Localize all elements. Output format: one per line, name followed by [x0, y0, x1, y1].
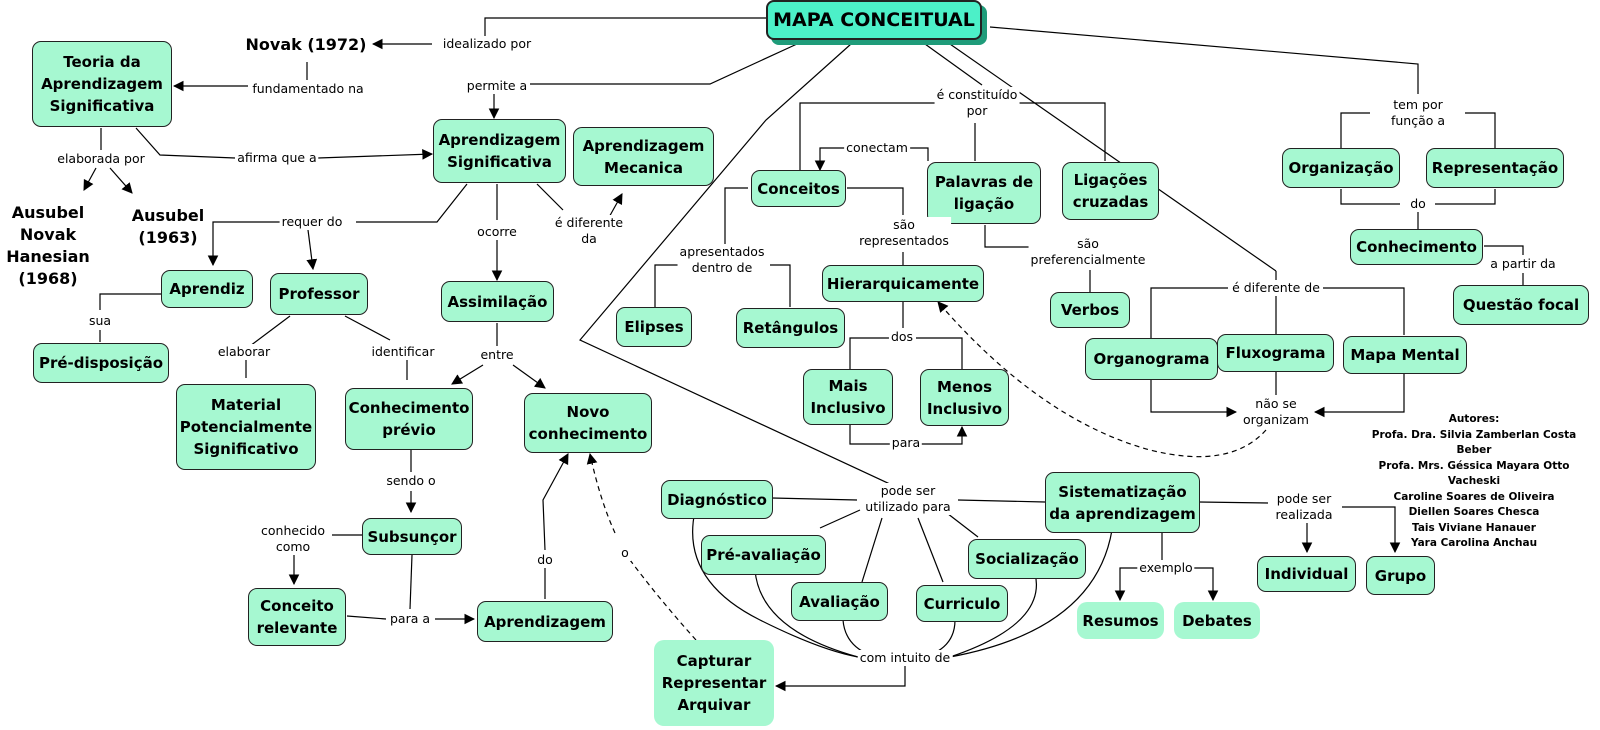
author-name: Yara Carolina Anchau — [1410, 537, 1538, 549]
link-apresentados-dentro-de: apresentados dentro de — [677, 244, 767, 276]
node-subsuncor[interactable]: Subsunçor — [362, 518, 462, 555]
node-representacao[interactable]: Representação — [1426, 148, 1564, 188]
node-fluxograma[interactable]: Fluxograma — [1217, 334, 1334, 372]
node-hierarquicamente[interactable]: Hierarquicamente — [822, 265, 984, 302]
link-nao-se-organizam: não se organizam — [1241, 396, 1311, 428]
map-title: MAPA CONCEITUAL — [766, 0, 982, 40]
node-retangulos[interactable]: Retângulos — [736, 308, 845, 348]
node-conhecimento[interactable]: Conhecimento — [1350, 229, 1483, 265]
link-elaborar: elaborar — [215, 344, 273, 360]
node-pre-disposicao[interactable]: Pré-disposição — [33, 343, 169, 383]
node-ligacoes-cruzadas[interactable]: Ligações cruzadas — [1062, 162, 1159, 220]
author-name: Tais Viviane Hanauer — [1412, 521, 1536, 534]
link-o-capturar: o — [619, 545, 631, 561]
link-elaborada-por: elaborada por — [55, 151, 147, 167]
node-curriculo[interactable]: Curriculo — [916, 585, 1008, 622]
node-aprendizagem-significativa[interactable]: Aprendizagem Significativa — [433, 119, 566, 183]
node-organograma[interactable]: Organograma — [1085, 338, 1218, 380]
authors-block: Autores: Profa. Dra. Silvia Zamberlan Co… — [1354, 412, 1594, 552]
link-do-conhecimento: do — [1408, 196, 1428, 212]
link-do-aprendizagem: do — [535, 552, 555, 568]
author-name: Profa. Mrs. Géssica Mayara Otto Vacheski — [1378, 459, 1570, 488]
node-pre-avaliacao[interactable]: Pré-avaliação — [701, 535, 826, 575]
node-professor[interactable]: Professor — [270, 273, 368, 315]
node-aprendiz[interactable]: Aprendiz — [161, 270, 253, 308]
node-diagnostico[interactable]: Diagnóstico — [661, 480, 773, 519]
link-e-diferente-da: é diferente da — [552, 215, 626, 247]
link-requer-do: requer do — [279, 214, 345, 230]
author-name: Diellen Soares Chesca — [1408, 506, 1540, 518]
node-novo-conhecimento[interactable]: Novo conhecimento — [524, 393, 652, 453]
link-com-intuito-de: com intuito de — [857, 650, 953, 666]
node-novak-1972: Novak (1972) — [245, 35, 367, 54]
link-identificar: identificar — [369, 344, 437, 360]
link-ocorre: ocorre — [475, 224, 519, 240]
node-menos-inclusivo[interactable]: Menos Inclusivo — [920, 369, 1009, 426]
link-exemplo: exemplo — [1137, 560, 1195, 576]
node-mapa-mental[interactable]: Mapa Mental — [1343, 336, 1467, 374]
node-palavras-de-ligacao[interactable]: Palavras de ligação — [927, 162, 1041, 224]
link-sao-representados: são representados — [857, 217, 951, 249]
link-sao-preferencialmente: são preferencialmente — [1028, 236, 1148, 268]
node-avaliacao[interactable]: Avaliação — [791, 582, 888, 621]
link-para-inclusivo: para — [889, 435, 923, 451]
link-conhecido-como: conhecido como — [259, 523, 327, 555]
node-individual[interactable]: Individual — [1257, 556, 1356, 592]
link-para-a: para a — [387, 611, 433, 627]
link-conectam: conectam — [844, 140, 910, 156]
author-name: Profa. Dra. Silvia Zamberlan Costa Beber — [1371, 428, 1577, 457]
node-organizacao[interactable]: Organização — [1282, 148, 1400, 188]
node-conceitos[interactable]: Conceitos — [751, 170, 846, 207]
link-tem-por-funcao-a: tem por função a — [1388, 97, 1448, 129]
link-idealizado-por: idealizado por — [440, 36, 534, 52]
node-verbos[interactable]: Verbos — [1050, 292, 1130, 328]
node-resumos[interactable]: Resumos — [1077, 602, 1164, 639]
link-pode-ser-utilizado-para: pode ser utilizado para — [863, 483, 953, 515]
link-permite-a: permite a — [464, 78, 530, 94]
link-dos: dos — [888, 329, 916, 345]
node-ausubel-1963: Ausubel (1963) — [131, 206, 205, 247]
node-questao-focal[interactable]: Questão focal — [1453, 285, 1589, 325]
link-a-partir-da: a partir da — [1488, 256, 1558, 272]
node-teoria-aprendizagem-significativa[interactable]: Teoria da Aprendizagem Significativa — [32, 41, 172, 127]
link-pode-ser-realizada: pode ser realizada — [1273, 491, 1335, 523]
node-aprendizagem-mecanica[interactable]: Aprendizagem Mecanica — [573, 127, 714, 186]
node-elipses[interactable]: Elipses — [616, 307, 692, 347]
link-sendo-o: sendo o — [384, 473, 438, 489]
node-aprendizagem[interactable]: Aprendizagem — [477, 601, 613, 642]
node-socializacao[interactable]: Socialização — [968, 539, 1086, 579]
author-name: Caroline Soares de Oliveira — [1393, 490, 1555, 503]
node-debates[interactable]: Debates — [1174, 602, 1260, 639]
node-conhecimento-previo[interactable]: Conhecimento prévio — [345, 388, 473, 450]
link-afirma-que-a: afirma que a — [235, 150, 319, 166]
node-material-potencialmente-significativo[interactable]: Material Potencialmente Significativo — [176, 384, 316, 470]
authors-heading: Autores: — [1448, 413, 1500, 425]
node-mais-inclusivo[interactable]: Mais Inclusivo — [803, 369, 893, 425]
link-entre: entre — [478, 347, 516, 363]
node-assimilacao[interactable]: Assimilação — [441, 281, 554, 322]
node-grupo[interactable]: Grupo — [1366, 556, 1435, 595]
node-sistematizacao-da-aprendizagem[interactable]: Sistematização da aprendizagem — [1045, 472, 1200, 533]
node-capturar-representar-arquivar[interactable]: Capturar Representar Arquivar — [654, 640, 774, 726]
link-fundamentado-na: fundamentado na — [250, 81, 366, 97]
link-e-constituido-por: é constituído por — [934, 87, 1020, 119]
node-ausubel-novak-hanesian: Ausubel Novak Hanesian (1968) — [6, 203, 90, 288]
node-conceito-relevante[interactable]: Conceito relevante — [248, 588, 346, 646]
link-e-diferente-de: é diferente de — [1230, 280, 1322, 296]
link-sua: sua — [86, 313, 114, 329]
